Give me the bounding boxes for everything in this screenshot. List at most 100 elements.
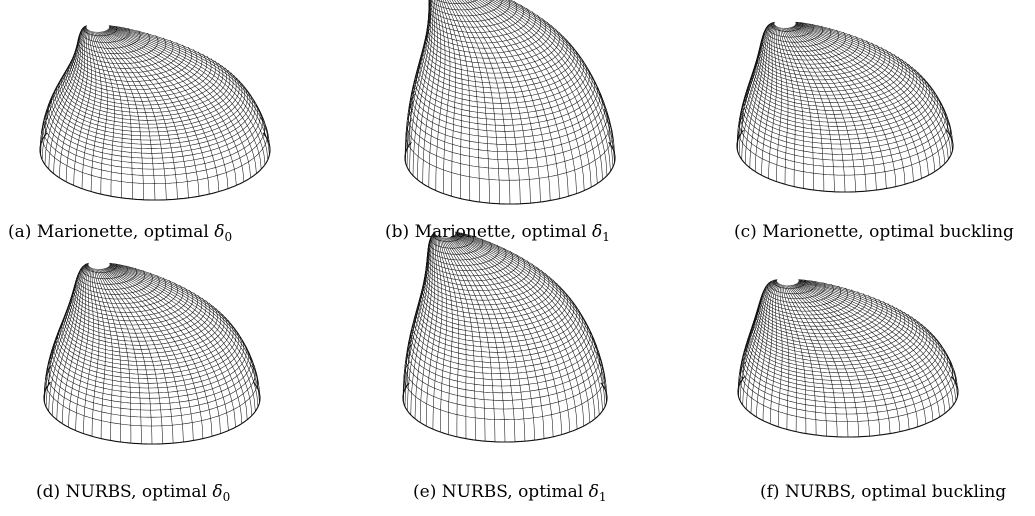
mesh-meridian [94,268,113,441]
mesh-parallel [756,303,893,341]
mesh-meridian [450,236,554,437]
caption-subscript-a: 0 [224,230,233,244]
mesh-meridian [98,31,167,200]
mesh-meridian [109,264,261,399]
mesh-parallel [747,329,934,381]
mesh-meridian [768,26,778,179]
panel-b: (b) Marionette, optimal δ1 [345,0,690,258]
mesh-meridian [441,237,467,439]
mesh-parallel [753,59,907,103]
mesh-parallel [72,51,203,90]
mesh-parallel [757,301,888,338]
caption-text-d: NURBS, optimal [65,482,207,502]
mesh-meridian [107,267,236,428]
mesh-parallel [413,71,596,126]
mesh-parallel [742,345,948,403]
mesh-parallel [764,27,832,48]
mesh-meridian [454,0,511,205]
mesh-meridian [495,0,614,168]
mesh-meridian [761,26,777,176]
mesh-meridian [793,284,910,430]
mesh-meridian [103,268,204,439]
mesh-parallel [749,69,921,119]
mesh-parallel [85,263,117,273]
mesh-parallel [425,28,560,69]
mesh-meridian [797,282,950,410]
mesh-parallel [773,279,806,289]
mesh-meridian [97,31,156,201]
mesh-parallel [428,0,511,22]
shell-mesh-c [736,21,954,193]
mesh-base-edge [39,132,271,201]
mesh-meridian [798,281,958,397]
mesh-meridian [444,237,496,442]
mesh-meridian [417,0,435,180]
mesh-meridian [68,267,91,428]
mesh-parallel [749,323,928,374]
mesh-parallel [77,35,159,60]
caption-b: (b) Marionette, optimal δ1 [385,222,610,247]
mesh-parallel [407,331,596,387]
mesh-meridian [102,31,200,197]
mesh-parallel [751,318,921,366]
mesh-parallel [73,49,198,86]
mesh-meridian [796,283,934,421]
mesh-meridian [93,268,106,439]
mesh-meridian [786,285,838,437]
caption-c: (c) Marionette, optimal buckling [734,222,1014,242]
mesh-parallel [61,313,228,362]
mesh-meridian [795,23,953,151]
mesh-meridian [777,27,789,185]
mesh-meridian [795,24,949,160]
mesh-parallel [410,81,601,138]
mesh-parallel [430,0,493,11]
mesh-meridian [785,27,856,192]
mesh-meridian [75,267,92,431]
mesh-parallel [46,357,256,418]
mesh-meridian [100,268,174,444]
mesh-meridian [442,0,463,199]
mesh-meridian [798,280,959,393]
mesh-meridian [794,24,946,164]
mesh-meridian [439,0,451,194]
mesh-meridian [779,284,790,430]
mesh-meridian [447,0,480,203]
mesh-meridian [99,31,178,200]
mesh-parallel [760,38,865,69]
mesh-parallel [56,77,243,133]
mesh-parallel [412,312,586,363]
mesh-parallel [748,326,931,377]
mesh-meridian [795,24,952,156]
mesh-meridian [798,280,958,388]
mesh-parallel [754,309,906,352]
mesh-meridian [795,283,927,424]
mesh-parallel [79,267,137,285]
mesh-meridian [107,29,257,174]
mesh-meridian [779,27,796,187]
mesh-parallel [41,117,268,184]
shell-mesh-d [43,262,261,445]
mesh-meridian [756,283,779,418]
mesh-parallel [427,244,500,266]
mesh-meridian [781,27,814,190]
mesh-meridian [794,25,941,168]
mesh-parallel [56,326,239,379]
mesh-parallel [762,31,846,57]
mesh-parallel [70,53,207,94]
mesh-parallel [53,333,245,389]
mesh-parallel [758,42,876,77]
mesh-parallel [427,11,536,44]
mesh-meridian [504,0,615,154]
mesh-parallel [430,235,474,249]
mesh-parallel [757,299,883,334]
mesh-meridian [449,0,490,204]
mesh-meridian [790,284,881,436]
mesh-meridian [454,234,600,415]
mesh-parallel [67,300,211,342]
mesh-parallel [59,72,237,125]
mesh-parallel [761,33,853,61]
mesh-meridian [102,268,194,441]
caption-e: (e) NURBS, optimal δ1 [413,482,606,507]
mesh-parallel [738,107,949,168]
mesh-parallel [416,58,587,109]
